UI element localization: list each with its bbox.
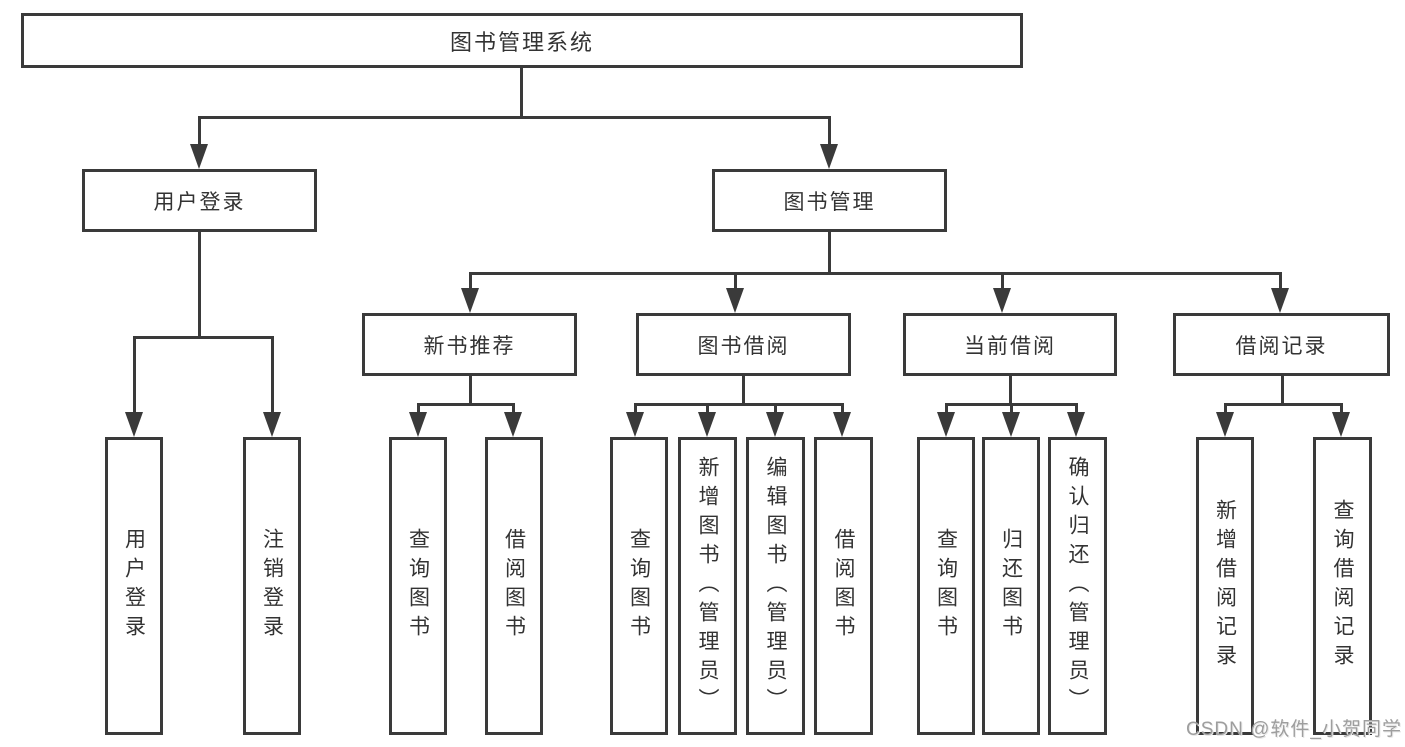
arrowhead-icon <box>698 412 716 437</box>
node-label: 注销登录 <box>260 528 284 644</box>
node-book-borrow: 图书借阅 <box>636 313 851 376</box>
node-label: 归还图书 <box>999 528 1023 644</box>
csdn-watermark: CSDN @软件_小贺同学 <box>1186 719 1402 740</box>
node-book-management: 图书管理 <box>712 169 947 232</box>
arrowhead-icon <box>626 412 644 437</box>
arrowhead-icon <box>125 412 143 437</box>
connector-rail <box>634 403 844 406</box>
arrowhead-icon <box>1271 288 1289 313</box>
connector-drop <box>706 405 709 415</box>
node-label: 新增借阅记录 <box>1213 499 1237 673</box>
connector-drop <box>1001 274 1004 290</box>
arrowhead-icon <box>190 144 208 169</box>
connector-drop <box>734 274 737 290</box>
node-label: 用户登录 <box>153 190 246 214</box>
connector-drop <box>634 405 637 415</box>
leaf-recommend-query-books: 查询图书 <box>389 437 447 735</box>
leaf-recommend-borrow-books: 借阅图书 <box>485 437 543 735</box>
connector-stem <box>742 376 745 405</box>
node-label: 图书管理 <box>783 190 876 214</box>
arrowhead-icon <box>937 412 955 437</box>
leaf-borrow-query-books: 查询图书 <box>610 437 668 735</box>
leaf-user-login: 用户登录 <box>105 437 163 735</box>
connector-drop <box>1224 405 1227 415</box>
connector-drop <box>1340 405 1343 415</box>
node-label: 当前借阅 <box>964 334 1056 358</box>
connector-drop-book-mgmt <box>828 118 831 148</box>
connector-drop <box>417 405 420 415</box>
node-label: 新书推荐 <box>423 334 516 358</box>
arrowhead-icon <box>1067 412 1085 437</box>
connector-drop <box>841 405 844 415</box>
connector-book-mgmt-stem <box>828 232 831 274</box>
connector-rail <box>1224 403 1343 406</box>
arrowhead-icon <box>461 288 479 313</box>
node-root-system: 图书管理系统 <box>21 13 1023 68</box>
node-label: 新增图书（管理员） <box>696 455 719 717</box>
arrowhead-icon <box>726 288 744 313</box>
connector-drop <box>271 338 274 416</box>
connector-drop <box>774 405 777 415</box>
node-label: 图书管理系统 <box>449 29 594 55</box>
node-label: 确认归还（管理员） <box>1066 455 1089 717</box>
connector-stem <box>1009 376 1012 405</box>
node-label: 查询图书 <box>934 528 958 644</box>
leaf-return-books: 归还图书 <box>982 437 1040 735</box>
connector-drop-user-login <box>198 118 201 148</box>
leaf-current-query-books: 查询图书 <box>917 437 975 735</box>
leaf-query-borrow-record: 查询借阅记录 <box>1313 437 1372 735</box>
arrowhead-icon <box>833 412 851 437</box>
node-label: 借阅记录 <box>1235 334 1328 358</box>
node-label: 借阅图书 <box>832 528 855 644</box>
connector-drop <box>1075 405 1078 415</box>
leaf-logout: 注销登录 <box>243 437 301 735</box>
connector-drop <box>512 405 515 415</box>
arrowhead-icon <box>993 288 1011 313</box>
node-borrow-records: 借阅记录 <box>1173 313 1390 376</box>
connector-rail <box>417 403 515 406</box>
node-label: 查询图书 <box>406 528 430 644</box>
node-user-login: 用户登录 <box>82 169 317 232</box>
node-label: 图书借阅 <box>697 334 790 358</box>
leaf-add-books-admin: 新增图书（管理员） <box>678 437 737 735</box>
connector-rail <box>945 403 1078 406</box>
arrowhead-icon <box>1332 412 1350 437</box>
node-label: 查询借阅记录 <box>1331 499 1354 673</box>
connector-stem <box>1281 376 1284 405</box>
node-current-borrow: 当前借阅 <box>903 313 1117 376</box>
connector-drop <box>1279 274 1282 290</box>
arrowhead-icon <box>1216 412 1234 437</box>
node-label: 查询图书 <box>627 528 651 644</box>
arrowhead-icon <box>766 412 784 437</box>
node-label: 借阅图书 <box>502 528 526 644</box>
connector-level2-rail <box>198 116 831 119</box>
leaf-add-borrow-record: 新增借阅记录 <box>1196 437 1254 735</box>
arrowhead-icon <box>820 144 838 169</box>
connector-user-login-stem <box>198 232 201 338</box>
leaf-edit-books-admin: 编辑图书（管理员） <box>746 437 805 735</box>
connector-user-login-rail <box>133 336 274 339</box>
node-label: 编辑图书（管理员） <box>764 455 787 717</box>
connector-stem <box>469 376 472 405</box>
leaf-borrow-books: 借阅图书 <box>814 437 873 735</box>
arrowhead-icon <box>263 412 281 437</box>
arrowhead-icon <box>1002 412 1020 437</box>
connector-drop <box>133 338 136 416</box>
leaf-confirm-return-admin: 确认归还（管理员） <box>1048 437 1107 735</box>
node-label: 用户登录 <box>122 528 146 644</box>
node-new-book-recommend: 新书推荐 <box>362 313 577 376</box>
connector-root-stem <box>520 68 523 118</box>
arrowhead-icon <box>504 412 522 437</box>
connector-drop <box>1010 405 1013 415</box>
arrowhead-icon <box>409 412 427 437</box>
connector-drop <box>469 274 472 290</box>
connector-level3-rail <box>469 272 1282 275</box>
connector-drop <box>945 405 948 415</box>
